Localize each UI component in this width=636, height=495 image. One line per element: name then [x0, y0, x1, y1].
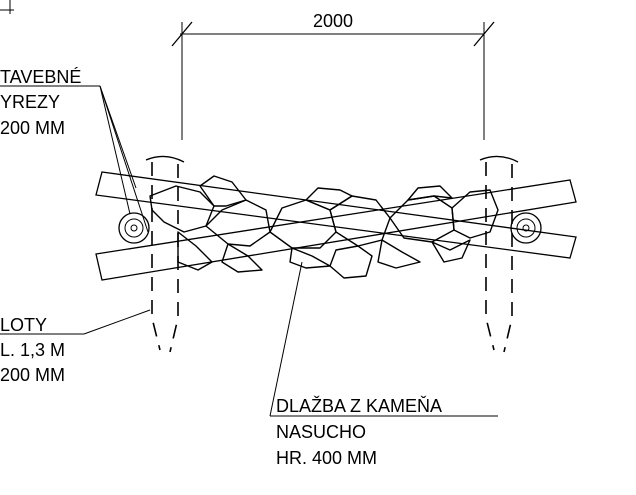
dimension-line — [171, 21, 495, 140]
right-piles — [479, 155, 519, 353]
left-piles — [145, 155, 185, 353]
paving-leader — [269, 261, 498, 417]
paving-label-line3: HR. 400 MM — [276, 448, 377, 468]
paving-label-line1: DLAŽBA Z KAMEŇA — [276, 396, 442, 416]
piles-label-line2: L. 1,3 M — [0, 340, 65, 360]
beams-leader — [0, 85, 149, 233]
beams-label-line1: TAVEBNÉ — [0, 67, 81, 87]
beams-label-line2: YREZY — [0, 92, 60, 112]
corner-mark — [0, 0, 14, 14]
beams-label-line3: 200 MM — [0, 118, 65, 138]
lower-left-beam — [95, 179, 577, 281]
left-bolt — [118, 212, 150, 244]
stone-paving — [149, 175, 499, 279]
dimension-value: 2000 — [313, 11, 353, 31]
piles-label-line1: LOTY — [0, 315, 47, 335]
paving-label-line2: NASUCHO — [276, 422, 366, 442]
piles-label-line3: 200 MM — [0, 365, 65, 385]
upper-left-beam — [95, 171, 577, 259]
piles-leader — [0, 309, 151, 335]
right-bolt — [510, 212, 542, 244]
